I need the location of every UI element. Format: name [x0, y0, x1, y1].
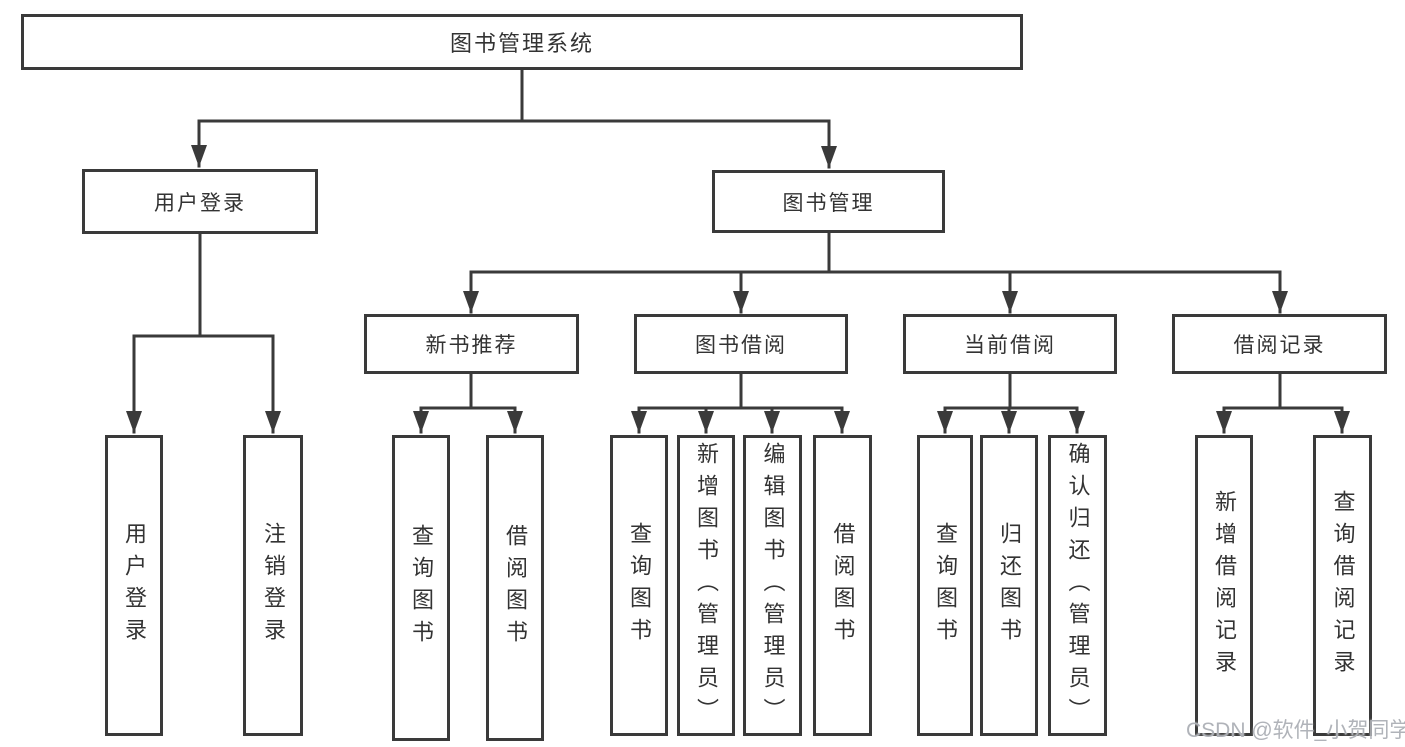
node-leaf-user-login-label: 用户登录 — [122, 521, 147, 650]
node-leaf-user-login: 用户登录 — [105, 435, 163, 736]
node-user-login-branch-label: 用户登录 — [154, 191, 246, 215]
node-bb-borrow-books: 借阅图书 — [813, 435, 872, 736]
node-cb-return-books-label: 归还图书 — [997, 521, 1022, 650]
node-current-borrow-label: 当前借阅 — [964, 334, 1056, 357]
node-leaf-logout-label: 注销登录 — [261, 521, 286, 650]
node-cb-confirm-return: 确认归还（管理员） — [1048, 435, 1107, 736]
node-bb-query-books: 查询图书 — [610, 435, 668, 736]
node-nr-borrow-books: 借阅图书 — [486, 435, 544, 741]
node-user-login-branch: 用户登录 — [82, 169, 318, 234]
node-bb-borrow-books-label: 借阅图书 — [830, 521, 856, 650]
node-leaf-logout: 注销登录 — [243, 435, 303, 736]
node-br-add-record-label: 新增借阅记录 — [1212, 489, 1237, 682]
node-root: 图书管理系统 — [21, 14, 1023, 70]
node-root-label: 图书管理系统 — [449, 31, 594, 56]
node-bb-query-books-label: 查询图书 — [627, 521, 652, 650]
node-bb-add-books-label: 新增图书（管理员） — [694, 441, 719, 730]
node-nr-borrow-books-label: 借阅图书 — [503, 524, 528, 652]
node-cb-query-books: 查询图书 — [917, 435, 973, 736]
node-nr-query-books-label: 查询图书 — [409, 524, 434, 652]
node-bb-edit-books-label: 编辑图书（管理员） — [760, 441, 786, 730]
node-bb-edit-books: 编辑图书（管理员） — [743, 435, 802, 736]
node-book-mgmt-branch-label: 图书管理 — [782, 191, 875, 215]
node-book-mgmt-branch: 图书管理 — [712, 170, 945, 233]
node-nr-query-books: 查询图书 — [392, 435, 450, 741]
node-book-borrow-label: 图书借阅 — [695, 334, 787, 357]
node-bb-add-books: 新增图书（管理员） — [677, 435, 735, 736]
node-br-query-record-label: 查询借阅记录 — [1330, 489, 1356, 682]
node-book-borrow: 图书借阅 — [634, 314, 848, 374]
node-cb-query-books-label: 查询图书 — [933, 521, 958, 650]
node-cb-confirm-return-label: 确认归还（管理员） — [1065, 441, 1091, 730]
node-borrow-records: 借阅记录 — [1172, 314, 1387, 374]
node-cb-return-books: 归还图书 — [980, 435, 1038, 736]
node-new-book-rec: 新书推荐 — [364, 314, 579, 374]
node-current-borrow: 当前借阅 — [903, 314, 1117, 374]
node-br-query-record: 查询借阅记录 — [1313, 435, 1372, 736]
node-new-book-rec-label: 新书推荐 — [425, 334, 518, 357]
node-br-add-record: 新增借阅记录 — [1195, 435, 1253, 736]
node-borrow-records-label: 借阅记录 — [1233, 334, 1326, 357]
csdn-watermark: CSDN @软件_小贺同学 — [1186, 719, 1405, 742]
